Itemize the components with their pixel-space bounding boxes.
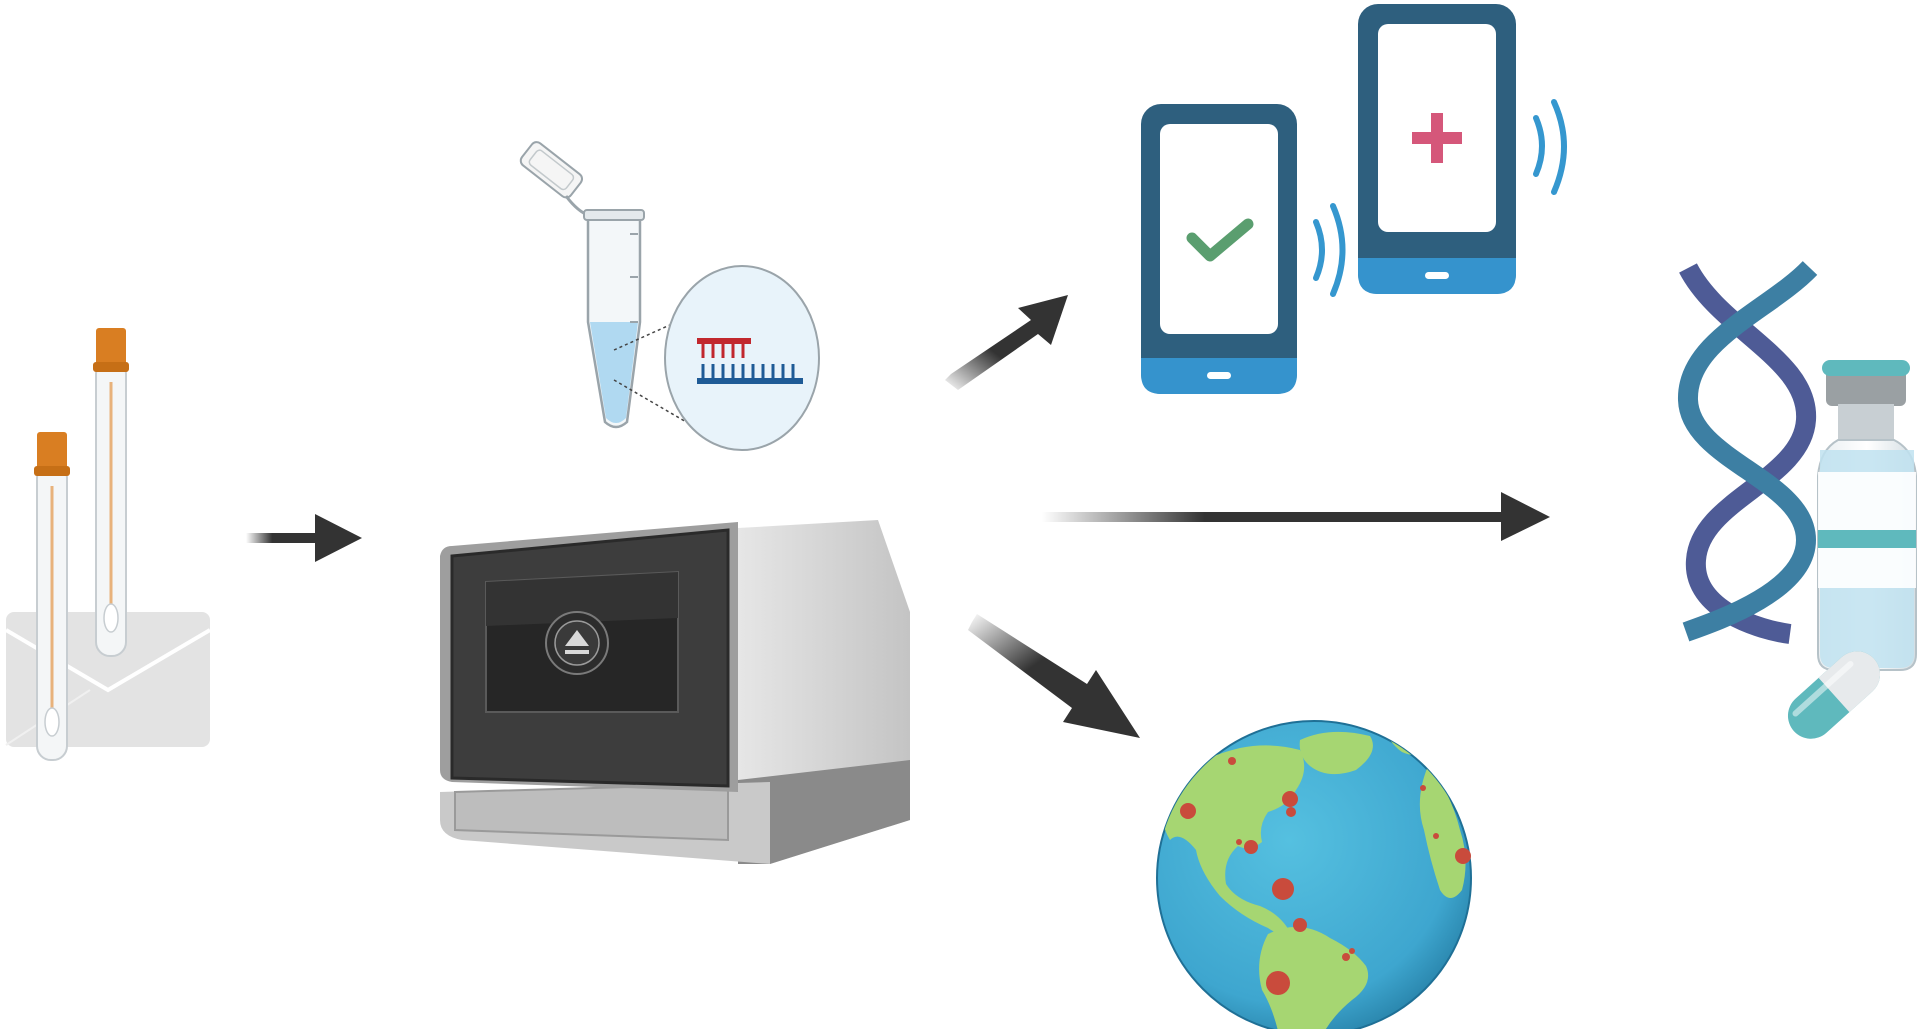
phone-plus bbox=[1358, 4, 1516, 294]
globe-outbreak-map-icon bbox=[1156, 720, 1472, 1029]
arrow-sequencer-to-mobile bbox=[945, 295, 1068, 390]
sequencing-instrument-icon bbox=[440, 520, 910, 864]
swab-tubes-envelope-icon bbox=[4, 328, 212, 761]
capsule-pill-icon bbox=[1787, 651, 1881, 739]
dna-vaccine-vial-pill-icon bbox=[1677, 260, 1917, 739]
phone-check bbox=[1141, 104, 1297, 394]
arrow-kit-to-sequencer bbox=[246, 514, 362, 562]
vaccine-vial-icon bbox=[1817, 360, 1917, 671]
outbreak-dots bbox=[1180, 757, 1471, 995]
arrow-sequencer-to-globe bbox=[968, 614, 1140, 738]
smartphones-check-plus-icon bbox=[1141, 4, 1567, 394]
signal-waves-icon bbox=[1313, 99, 1567, 297]
microcentrifuge-tube-primer-icon bbox=[519, 141, 820, 451]
arrow-sequencer-to-therapeutics bbox=[1042, 492, 1550, 541]
